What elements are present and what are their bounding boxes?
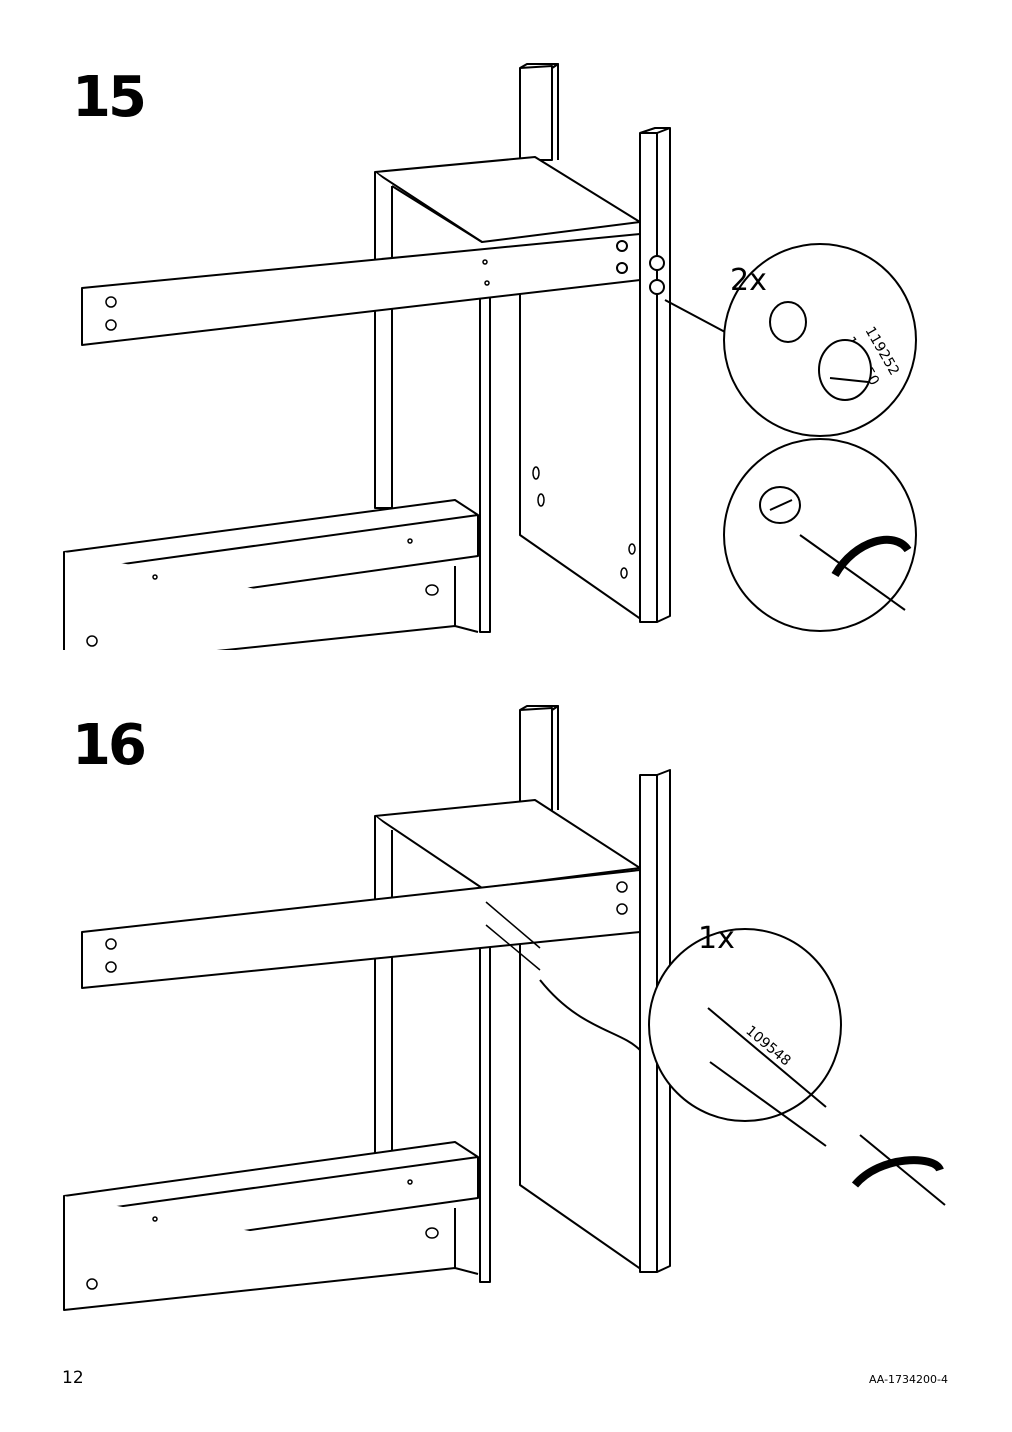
document-code: AA-1734200-4 bbox=[868, 1373, 948, 1386]
screws-in-place bbox=[485, 901, 541, 971]
step-15-number: 15 bbox=[72, 65, 147, 130]
step-15-illustration: 2x 119252 119250 bbox=[63, 63, 917, 650]
quantity-label: 1x bbox=[698, 921, 735, 956]
detail-callout-screws: 1x 109548 bbox=[539, 921, 946, 1206]
cam-locks bbox=[616, 240, 665, 295]
detail-callout-cam-lock: 2x 119252 119250 bbox=[664, 243, 917, 437]
step-16-illustration: 1x 109548 bbox=[63, 705, 946, 1311]
detail-callout-screwdriver bbox=[723, 438, 917, 632]
rail-holes bbox=[86, 881, 628, 1290]
page-number: 12 bbox=[62, 1368, 84, 1388]
step-16-number: 16 bbox=[72, 713, 147, 778]
rotation-arrow-icon bbox=[851, 1156, 944, 1188]
rotation-arrow-icon bbox=[831, 535, 912, 578]
quantity-label: 2x bbox=[730, 263, 767, 298]
rail-holes bbox=[86, 259, 636, 647]
cabinet-frame bbox=[63, 63, 671, 650]
cabinet-frame bbox=[63, 705, 671, 1311]
